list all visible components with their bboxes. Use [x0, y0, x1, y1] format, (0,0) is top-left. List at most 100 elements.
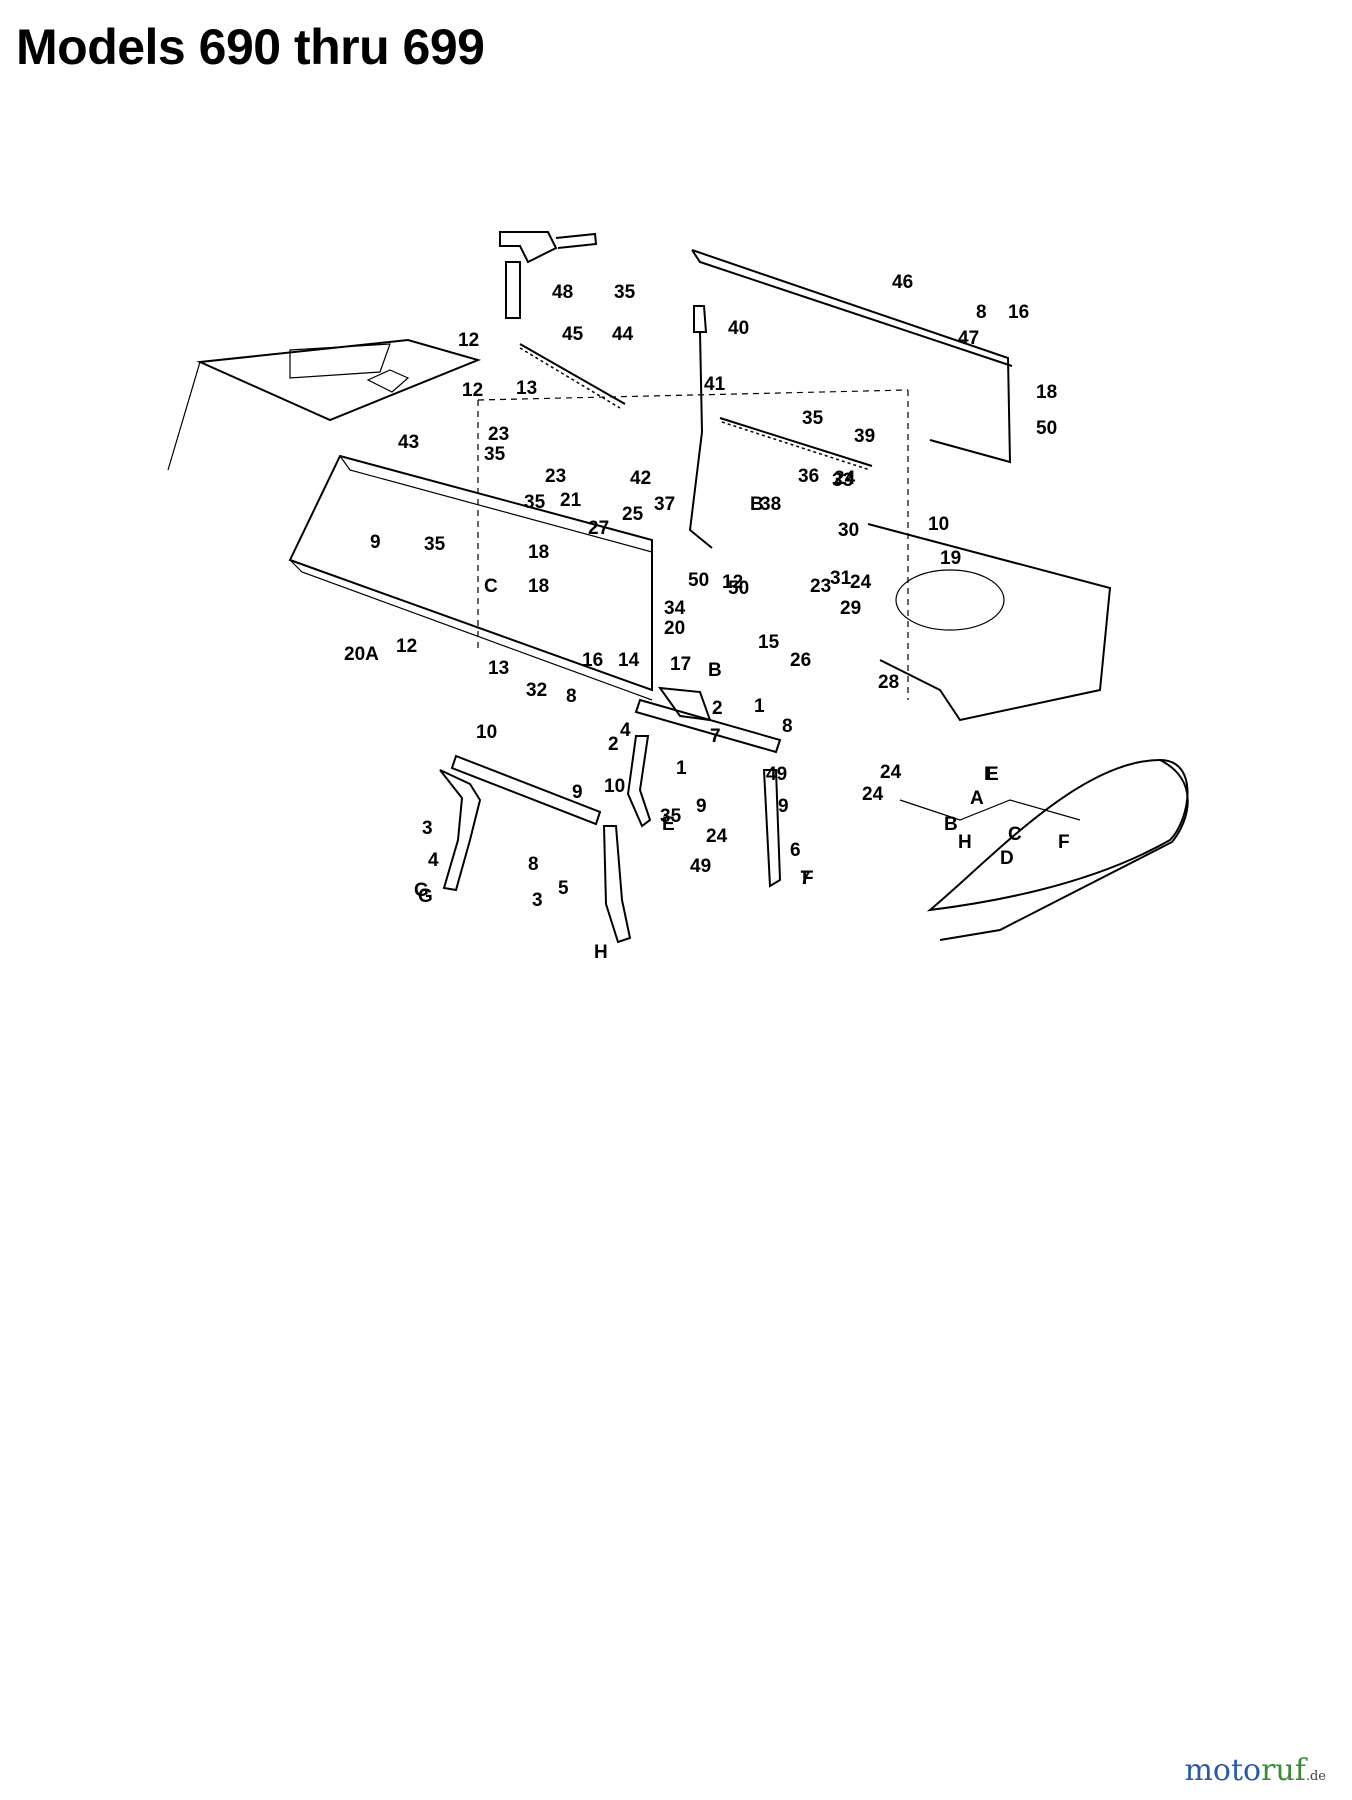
- logo: motoruf.de: [1184, 1753, 1326, 1788]
- callout-label: 33: [832, 470, 853, 491]
- callout-label: 48: [552, 282, 573, 303]
- logo-part-2: ruf: [1261, 1753, 1306, 1788]
- callout-label: 43: [398, 432, 419, 453]
- callout-label: 13: [516, 378, 537, 399]
- logo-part-3: .de: [1305, 1769, 1326, 1784]
- callout-label: 10: [604, 776, 625, 797]
- callout-label: 4: [428, 850, 439, 871]
- callout-label: 12: [462, 380, 483, 401]
- callout-label: 41: [704, 374, 726, 395]
- callout-label: 30: [838, 520, 859, 541]
- callout-label: 23: [545, 466, 566, 487]
- callout-label: 19: [940, 548, 961, 569]
- callout-label: 15: [758, 632, 780, 653]
- callout-label: 1: [754, 696, 765, 717]
- callout-label: A: [970, 788, 984, 809]
- callout-label: B: [944, 814, 958, 835]
- callout-label: 23: [810, 576, 831, 597]
- callout-label: 50: [1036, 418, 1057, 439]
- callout-label: 9: [778, 796, 789, 817]
- callout-label: H: [958, 832, 972, 853]
- callout-label: 10: [476, 722, 497, 743]
- callout-label: 40: [728, 318, 749, 339]
- callout-label: 8: [976, 302, 987, 323]
- callout-label: 14: [618, 650, 640, 671]
- callout-label: F: [1058, 832, 1070, 853]
- callout-label: 18: [528, 542, 549, 563]
- callout-label: 50: [688, 570, 709, 591]
- callout-label: 13: [488, 658, 509, 679]
- callout-label: F: [802, 868, 814, 889]
- callout-label: G: [418, 886, 433, 907]
- callout-label: E: [986, 764, 999, 785]
- callout-label: 32: [526, 680, 547, 701]
- callout-label: 38: [760, 494, 781, 515]
- callout-label: 1: [676, 758, 687, 779]
- callout-label: 10: [928, 514, 949, 535]
- page-title: Models 690 thru 699: [16, 19, 485, 75]
- callout-label: 37: [654, 494, 675, 515]
- callout-label: B: [750, 494, 764, 515]
- callout-label: E: [662, 814, 675, 835]
- callout-label: G: [414, 880, 429, 901]
- callout-label: 31: [830, 568, 852, 589]
- callout-label: 18: [1036, 382, 1057, 403]
- callout-label: 18: [528, 576, 549, 597]
- callout-label: C: [1008, 824, 1022, 845]
- callout-label: 16: [582, 650, 603, 671]
- callout-label: 9: [696, 796, 707, 817]
- callout-label: 35: [802, 408, 824, 429]
- callout-label: 12: [722, 572, 743, 593]
- callout-label: 44: [612, 324, 634, 345]
- callout-label: 35: [524, 492, 546, 513]
- callout-label: 3: [422, 818, 433, 839]
- callout-label: 2: [712, 698, 723, 719]
- callout-label: C: [484, 576, 498, 597]
- callout-label: 8: [782, 716, 793, 737]
- callout-label: 1: [462, 380, 473, 401]
- callout-label: 21: [560, 490, 582, 511]
- callout-label: 35: [660, 806, 682, 827]
- callout-label: 24: [706, 826, 728, 847]
- callout-label: 4: [620, 720, 631, 741]
- callout-label: 7: [710, 726, 721, 747]
- callout-label: 26: [790, 650, 811, 671]
- callout-label: 20A: [344, 644, 379, 665]
- callout-label: 47: [958, 328, 979, 349]
- callout-label: D: [1000, 848, 1014, 869]
- callout-label: 50: [728, 578, 749, 599]
- callout-label: 20: [664, 618, 685, 639]
- callout-label: 35: [614, 282, 636, 303]
- callout-label: 12: [458, 330, 479, 351]
- callout-label: 17: [670, 654, 691, 675]
- callout-label: 24: [862, 784, 884, 805]
- callout-label: 49: [766, 764, 787, 785]
- callout-label: 23: [488, 424, 509, 445]
- callout-label: 36: [798, 466, 819, 487]
- diagram-drawing: [167, 231, 1189, 944]
- callout-label: 28: [878, 672, 899, 693]
- callout-label: B: [708, 660, 722, 681]
- callout-label: 3: [532, 890, 543, 911]
- callout-label: 2: [608, 734, 619, 755]
- callout-label: 16: [1008, 302, 1029, 323]
- callout-label: 9: [370, 532, 381, 553]
- callout-label: 35: [424, 534, 446, 555]
- callout-label: 42: [630, 468, 651, 489]
- callout-label: 5: [558, 878, 569, 899]
- callout-label: H: [594, 942, 608, 963]
- callout-label: 49: [690, 856, 711, 877]
- logo-part-1: moto: [1184, 1753, 1262, 1788]
- callout-label: 27: [588, 518, 609, 539]
- callout-label: 39: [854, 426, 875, 447]
- callout-label: 46: [892, 272, 913, 293]
- callout-label: 29: [840, 598, 861, 619]
- callout-label: 25: [622, 504, 644, 525]
- callout-label: 45: [562, 324, 584, 345]
- callout-label: 8: [566, 686, 577, 707]
- callout-label: 6: [790, 840, 801, 861]
- callout-label: 24: [834, 468, 856, 489]
- callout-label: 9: [572, 782, 583, 803]
- callout-label: 24: [880, 762, 902, 783]
